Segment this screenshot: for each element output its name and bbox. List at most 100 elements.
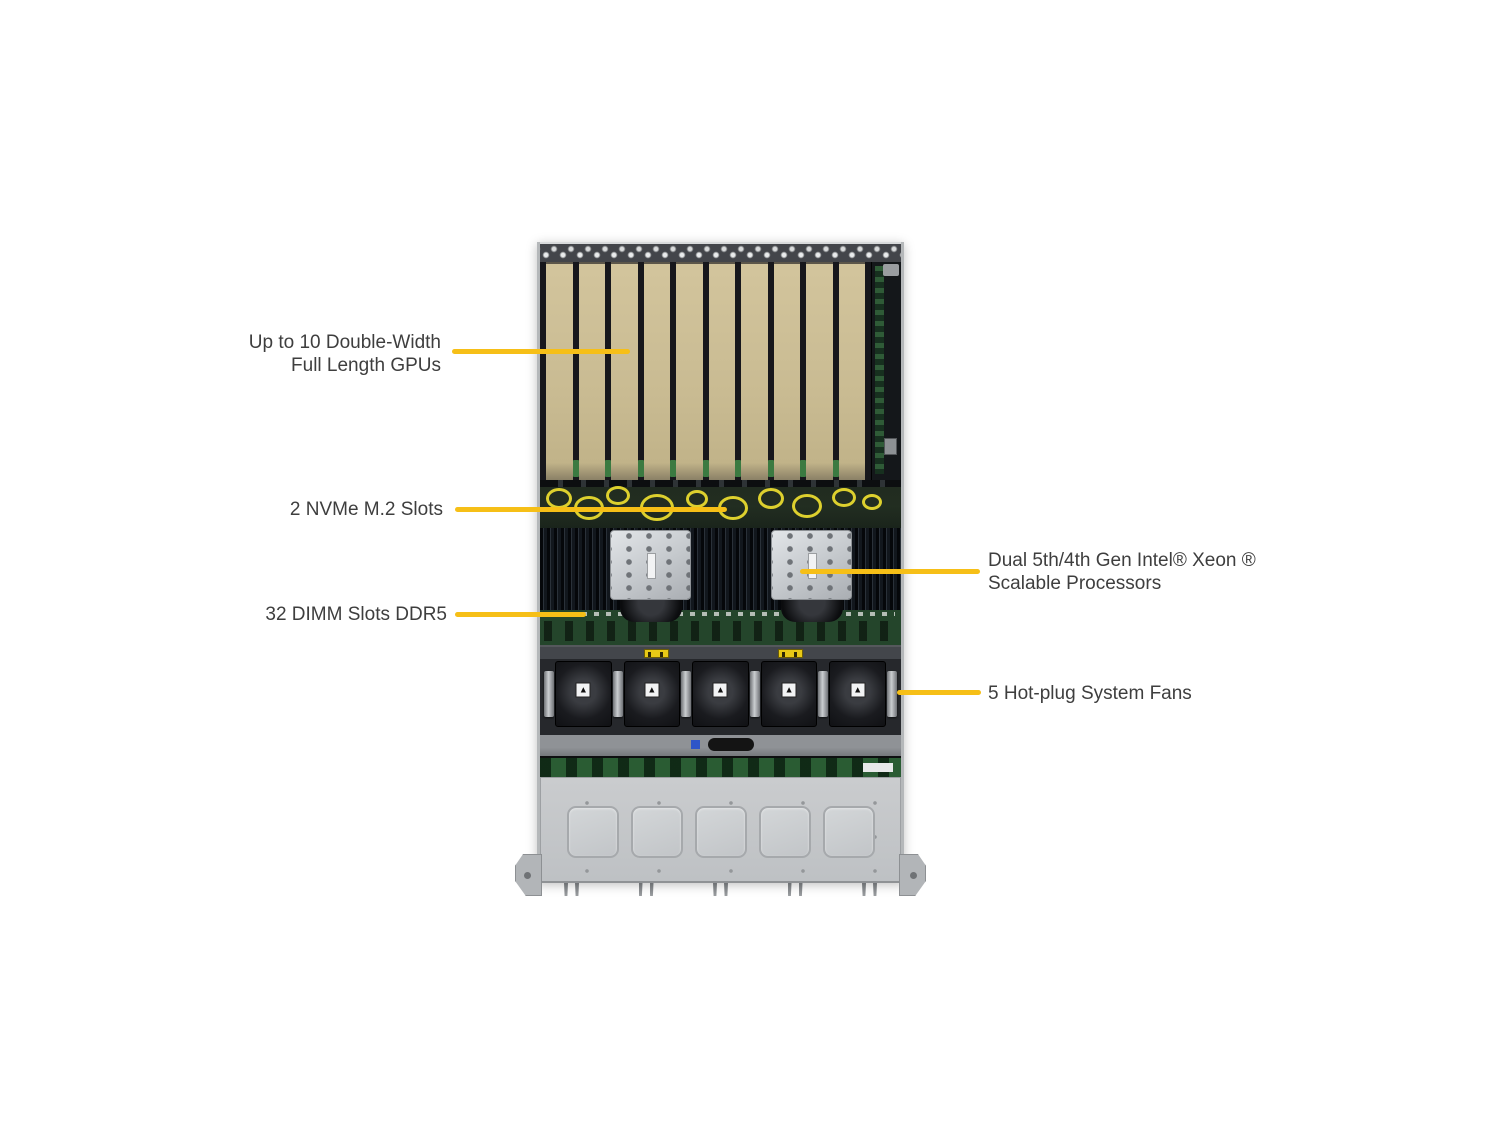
chassis-pin	[862, 883, 866, 896]
gpu-brand-label	[735, 460, 741, 477]
gpu-bay	[540, 262, 901, 480]
callout-nvme: 2 NVMe M.2 Slots	[290, 498, 443, 521]
chassis-pin	[649, 883, 654, 896]
chassis-panel-emboss	[694, 806, 747, 858]
system-fan: ▲	[760, 661, 818, 727]
callout-fans-line1: 5 Hot-plug System Fans	[988, 683, 1192, 704]
chassis-pin	[724, 883, 728, 896]
cpu-heatsink-left	[610, 530, 691, 600]
chassis-panel-emboss	[630, 806, 683, 858]
pcb-pad-row	[546, 612, 895, 616]
airflow-arrow-label: ▲	[644, 682, 660, 698]
leader-line-gpus	[452, 349, 630, 354]
gpu-slot-separator	[865, 262, 871, 480]
side-pcb-strip	[875, 266, 884, 474]
motherboard-area	[540, 528, 901, 645]
callout-cpu: Dual 5th/4th Gen Intel® Xeon ® Scalable …	[988, 549, 1256, 595]
power-cable	[686, 490, 708, 508]
heatsink-sticker	[647, 553, 656, 579]
airflow-arrow-label: ▲	[712, 682, 728, 698]
motherboard-pcb-strip	[540, 610, 901, 645]
rear-port-block	[884, 438, 897, 455]
power-cable	[758, 488, 784, 509]
callout-gpus: Up to 10 Double-Width Full Length GPUs	[249, 331, 441, 377]
leader-line-cpu	[800, 569, 980, 574]
chassis-pin-pair	[564, 883, 579, 898]
chassis-top-rim-screws	[540, 242, 901, 262]
fan-row: ▲▲▲▲▲	[544, 661, 897, 727]
power-cable	[832, 488, 856, 507]
callout-fans: 5 Hot-plug System Fans	[988, 682, 1192, 705]
callout-gpus-line1: Up to 10 Double-Width	[248, 332, 441, 353]
fan-latch-handle	[612, 671, 623, 717]
pins-row	[564, 883, 877, 898]
chassis-pin	[564, 883, 568, 896]
gpu-brand-label	[702, 460, 709, 477]
power-cable	[792, 494, 822, 518]
callout-nvme-line1: 2 NVMe M.2 Slots	[289, 499, 443, 520]
gpu-power-connector-row	[540, 480, 901, 487]
gpu-card	[741, 262, 768, 480]
fan-section: ▲▲▲▲▲	[540, 645, 901, 735]
gpu-card	[643, 262, 670, 480]
heatsink-sticker	[808, 553, 817, 579]
warning-sticker	[644, 649, 669, 658]
gpu-brand-label	[605, 460, 611, 477]
gpu-card	[838, 262, 865, 480]
fan-latch-handle	[886, 671, 897, 717]
callout-gpus-line2: Full Length GPUs	[291, 355, 441, 376]
cpu-heatsink-right	[771, 530, 852, 600]
gpu-card	[676, 262, 703, 480]
gpu-slot-separator	[735, 262, 741, 480]
mounting-ear-right	[899, 854, 926, 896]
warning-sticker	[778, 649, 803, 658]
gpu-card	[546, 262, 573, 480]
corner-bracket	[883, 264, 899, 276]
fan-latch-handle	[544, 671, 554, 717]
gpu-slot-separator	[800, 262, 806, 480]
gpu-brand-label	[832, 460, 839, 477]
system-fan: ▲	[692, 661, 749, 727]
leader-line-nvme	[455, 507, 727, 512]
fan-latch-handle	[749, 671, 760, 717]
power-cable	[862, 494, 882, 510]
chassis-pin-pair	[713, 883, 728, 898]
callout-dimm-line1: 32 DIMM Slots DDR5	[265, 604, 447, 625]
gpu-card	[708, 262, 735, 480]
chassis-pin	[798, 883, 803, 896]
fan-latch-handle	[818, 671, 829, 717]
system-fan: ▲	[623, 661, 681, 727]
chassis-pin	[713, 883, 717, 896]
gpu-brand-label	[800, 460, 806, 477]
gpu-bay-side-board	[871, 262, 901, 480]
callout-dimm: 32 DIMM Slots DDR5	[265, 603, 447, 626]
power-cable	[546, 488, 572, 509]
gpu-card	[578, 262, 605, 480]
chassis-panel-emboss	[566, 806, 619, 858]
gpu-slot-separator	[670, 262, 676, 480]
chassis-pin	[575, 883, 579, 896]
callout-cpu-line2: Scalable Processors	[988, 573, 1162, 594]
panel-square-row	[541, 806, 900, 858]
power-cable	[606, 486, 630, 505]
system-fan: ▲	[555, 661, 612, 727]
gpu-slot-separator	[637, 262, 644, 480]
ear-screw-hole	[910, 872, 917, 879]
cable-zone	[540, 480, 901, 528]
gpu-card	[806, 262, 833, 480]
mid-chassis-strip	[540, 735, 901, 756]
chassis-panel-emboss	[822, 806, 875, 858]
gpu-slot-separator	[605, 262, 611, 480]
gpu-slot-separator	[702, 262, 709, 480]
drive-backplane-pcb	[540, 756, 901, 777]
gpu-slot-separator	[832, 262, 839, 480]
mounting-ear-left	[515, 854, 542, 896]
gpu-slot-separator	[572, 262, 579, 480]
gpu-slot-separator	[540, 262, 546, 480]
gpu-brand-label	[670, 460, 676, 477]
ear-screw-hole	[524, 872, 531, 879]
blue-component	[691, 740, 700, 749]
chassis-pin-pair	[862, 883, 877, 898]
pcb-component-row	[544, 621, 897, 641]
